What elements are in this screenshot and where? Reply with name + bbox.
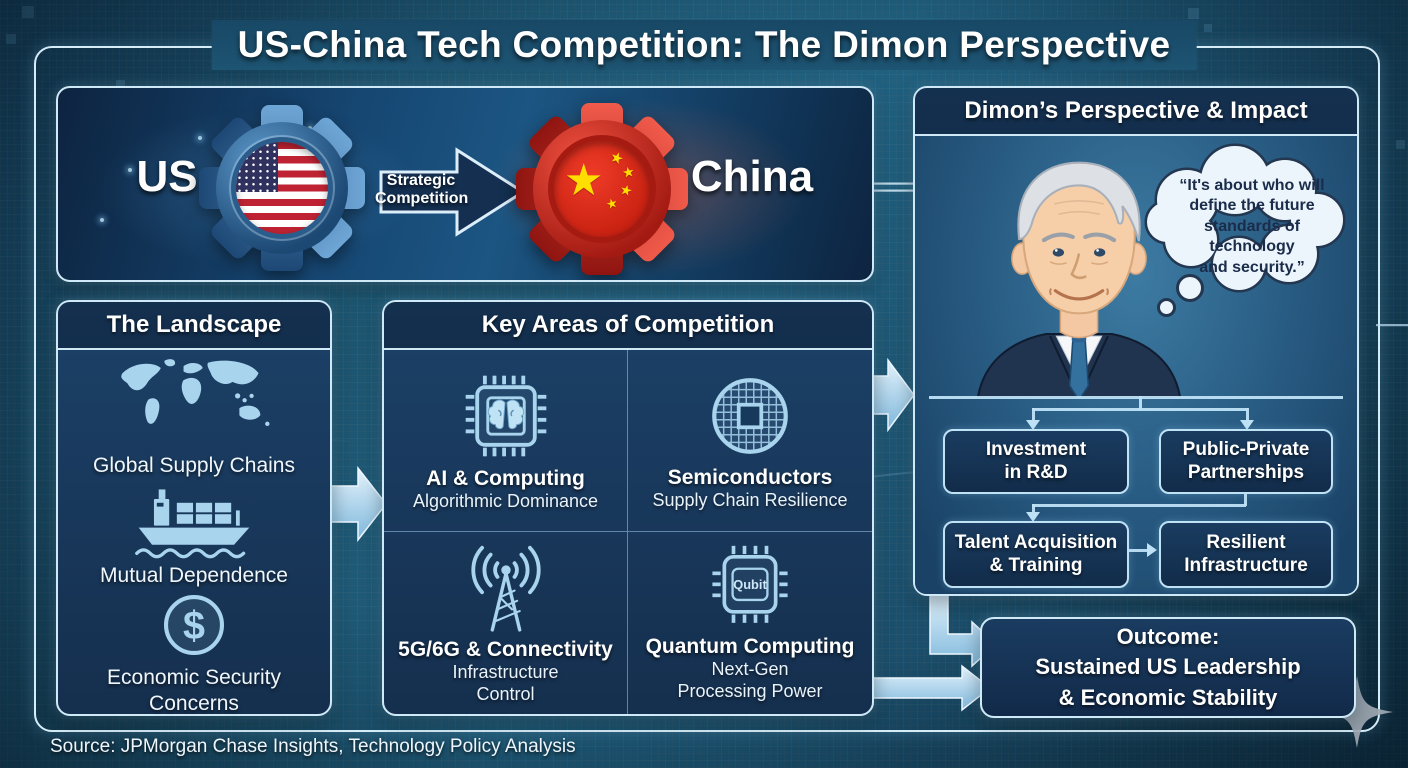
dimon-panel-title: Dimon’s Perspective & Impact xyxy=(915,88,1357,136)
china-gear-icon: ★ ★ ★ ★ ★ xyxy=(516,103,688,275)
connector-line xyxy=(1032,408,1248,411)
china-flag-star: ★ xyxy=(564,156,604,205)
landscape-item-label: Global Supply Chains xyxy=(93,454,295,477)
list-item: $ Economic Security Concerns xyxy=(107,588,281,715)
china-flag-star: ★ xyxy=(604,194,620,213)
connector-arrowhead xyxy=(1026,420,1040,430)
radio-tower-icon xyxy=(470,545,541,632)
connector-line xyxy=(1032,408,1035,422)
svg-text:Qubit: Qubit xyxy=(733,577,767,592)
us-label: US xyxy=(136,152,198,201)
thought-bubble-tail xyxy=(1157,298,1176,317)
semiconductor-wafer-icon xyxy=(712,378,788,455)
pixel-decoration xyxy=(116,80,125,89)
connector-arrowhead xyxy=(1240,420,1254,430)
key-area-subtitle: Infrastructure Control xyxy=(452,661,559,704)
dollar-circle-icon: $ xyxy=(163,595,225,656)
list-item: Global Supply Chains xyxy=(93,354,295,478)
impact-box-investment-rd: Investment in R&D xyxy=(943,429,1129,494)
key-area-title: 5G/6G & Connectivity xyxy=(398,637,613,661)
impact-box-public-private: Public-Private Partnerships xyxy=(1159,429,1333,494)
connector-line xyxy=(929,396,1343,399)
jamie-dimon-portrait xyxy=(976,161,1182,398)
pixel-decoration xyxy=(1204,24,1212,32)
landscape-panel: The Landscape Global Su xyxy=(56,300,332,716)
dimon-panel: Dimon’s Perspective & Impact xyxy=(913,86,1359,596)
connector-line xyxy=(1246,408,1249,422)
network-dot xyxy=(198,136,202,140)
world-map-icon xyxy=(121,359,270,426)
landscape-body: Global Supply Chains Mutual Dependence xyxy=(58,350,330,715)
svg-text:$: $ xyxy=(183,604,205,648)
impact-box-infrastructure: Resilient Infrastructure xyxy=(1159,521,1333,588)
landscape-item-label: Economic Security Concerns xyxy=(107,666,281,715)
key-area-subtitle: Algorithmic Dominance xyxy=(412,491,599,512)
key-areas-panel: Key Areas of Competition AI & Com xyxy=(382,300,874,716)
key-areas-title: Key Areas of Competition xyxy=(384,302,872,350)
outcome-box: Outcome: Sustained US Leadership & Econo… xyxy=(980,617,1356,718)
strategic-competition-arrow xyxy=(379,147,526,237)
key-area-ai: AI & Computing Algorithmic Dominance xyxy=(384,350,628,532)
quantum-chip-icon: Qubit xyxy=(712,545,788,623)
key-area-title: AI & Computing xyxy=(426,467,585,491)
landscape-item-label: Mutual Dependence xyxy=(100,564,288,588)
top-flow-panel: US Strategic Competition ★ ★ ★ ★ ★ xyxy=(56,86,874,282)
cargo-ship-icon xyxy=(135,489,250,559)
key-area-quantum: Qubit Quantum Computing Next-Gen Process… xyxy=(628,532,872,714)
dimon-panel-body: “It's about who will define the future s… xyxy=(915,136,1357,594)
us-flag-canton xyxy=(236,142,278,192)
connector-line xyxy=(1032,504,1246,507)
landscape-title: The Landscape xyxy=(58,302,330,350)
list-item: Mutual Dependence xyxy=(100,478,288,588)
network-dot xyxy=(100,218,104,222)
thought-bubble-tail xyxy=(1176,274,1204,302)
pixel-decoration xyxy=(1396,140,1405,149)
us-gear-icon xyxy=(199,105,365,271)
connector-line xyxy=(1244,490,1247,506)
impact-box-talent: Talent Acquisition & Training xyxy=(943,521,1129,588)
connector-line xyxy=(1127,549,1151,552)
pixel-decoration xyxy=(22,6,34,18)
key-area-title: Semiconductors xyxy=(667,466,833,490)
strategic-competition-label: Strategic Competition xyxy=(375,172,469,208)
thought-bubble xyxy=(1144,143,1346,293)
network-dot xyxy=(128,168,132,172)
connector-arrowhead xyxy=(1026,512,1040,522)
ai-chip-icon xyxy=(465,375,546,457)
dimon-quote: “It's about who will define the future s… xyxy=(1179,177,1325,276)
china-flag: ★ ★ ★ ★ ★ xyxy=(554,141,650,237)
key-area-title: Quantum Computing xyxy=(645,634,855,658)
key-area-subtitle: Supply Chain Resilience xyxy=(652,490,848,511)
china-flag-star: ★ xyxy=(620,163,636,181)
source-attribution: Source: JPMorgan Chase Insights, Technol… xyxy=(50,736,576,757)
key-area-semiconductors: Semiconductors Supply Chain Resilience xyxy=(628,350,872,532)
us-flag xyxy=(236,142,328,234)
china-flag-star: ★ xyxy=(618,180,635,200)
pixel-decoration xyxy=(1188,8,1199,19)
key-areas-grid: AI & Computing Algorithmic Dominance Sem… xyxy=(384,350,872,714)
china-label: China xyxy=(690,152,814,201)
connector-line-right-edge xyxy=(1376,324,1408,327)
key-area-subtitle: Next-Gen Processing Power xyxy=(677,658,823,701)
connector-arrowhead xyxy=(1147,543,1157,557)
key-area-5g6g: 5G/6G & Connectivity Infrastructure Cont… xyxy=(384,532,628,714)
page-title: US-China Tech Competition: The Dimon Per… xyxy=(211,20,1197,70)
connector-line xyxy=(1032,504,1035,514)
connector-line xyxy=(1139,396,1142,410)
pixel-decoration xyxy=(6,34,16,44)
